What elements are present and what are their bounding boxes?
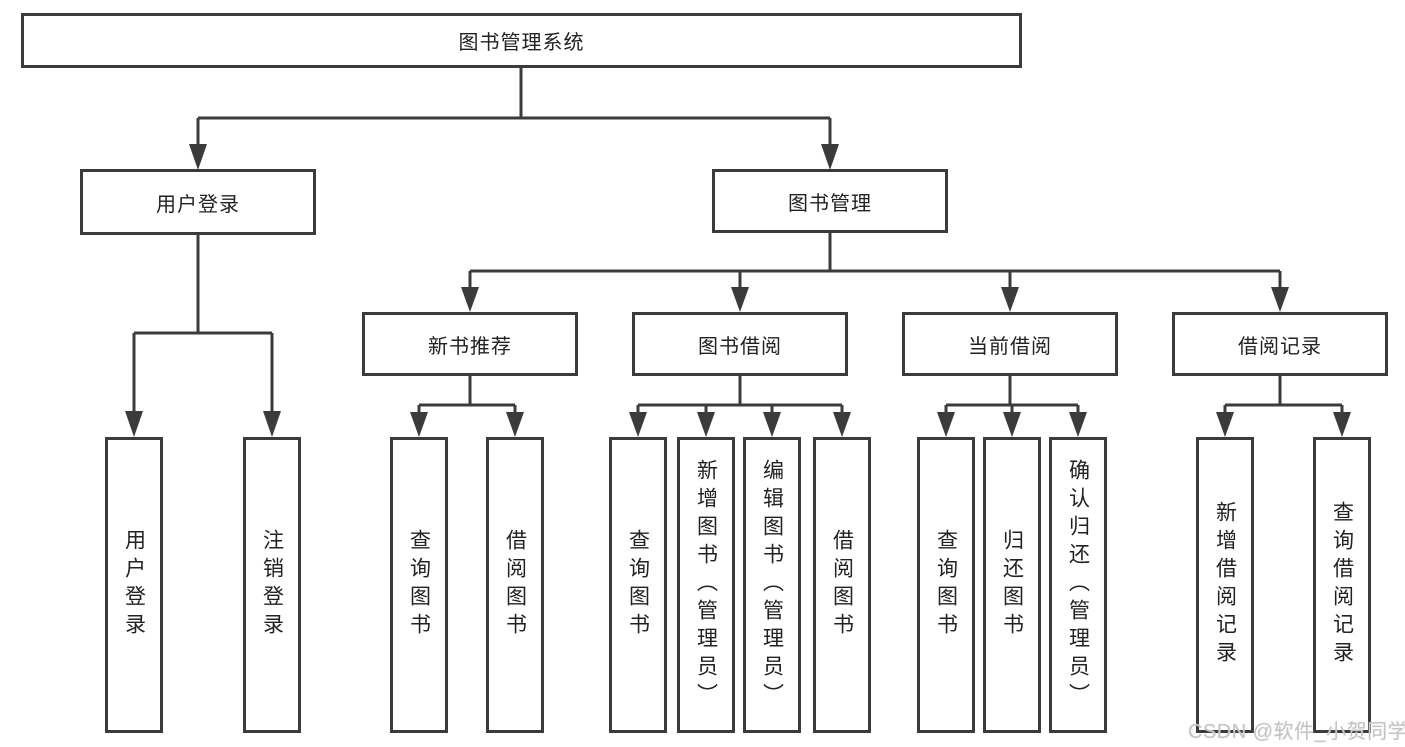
node-new-book-recommend: 新书推荐 <box>362 312 578 376</box>
node-current-borrow: 当前借阅 <box>902 312 1118 376</box>
node-borrow-records: 借阅记录 <box>1172 312 1388 376</box>
leaf-query-books-borrow-label: 查询图书 <box>626 529 650 641</box>
leaf-logout-login: 注销登录 <box>243 437 301 733</box>
leaf-logout-login-label: 注销登录 <box>260 529 284 641</box>
node-borrow-records-label: 借阅记录 <box>1238 335 1322 358</box>
leaf-query-books-borrow: 查询图书 <box>609 437 667 733</box>
node-book-borrow-label: 图书借阅 <box>698 335 782 358</box>
leaf-query-books-newbook-label: 查询图书 <box>407 529 431 641</box>
leaf-borrow-books: 借阅图书 <box>813 437 871 733</box>
node-book-management: 图书管理 <box>712 169 948 233</box>
leaf-borrow-books-newbook-label: 借阅图书 <box>503 529 527 641</box>
leaf-edit-books-admin-label: 编辑图书（管理员） <box>760 459 784 711</box>
leaf-user-login: 用户登录 <box>105 437 163 733</box>
leaf-edit-books-admin: 编辑图书（管理员） <box>743 437 801 733</box>
leaf-query-borrow-record: 查询借阅记录 <box>1313 437 1371 733</box>
root-node: 图书管理系统 <box>21 13 1022 68</box>
csdn-watermark: CSDN @软件_小贺同学 <box>1188 721 1405 743</box>
leaf-query-books-current: 查询图书 <box>917 437 975 733</box>
leaf-query-books-current-label: 查询图书 <box>934 529 958 641</box>
leaf-borrow-books-label: 借阅图书 <box>830 529 854 641</box>
node-new-book-recommend-label: 新书推荐 <box>428 335 512 358</box>
node-book-borrow: 图书借阅 <box>632 312 848 376</box>
node-user-login: 用户登录 <box>80 169 316 235</box>
node-current-borrow-label: 当前借阅 <box>968 335 1052 358</box>
leaf-user-login-label: 用户登录 <box>122 529 146 641</box>
leaf-query-books-newbook: 查询图书 <box>390 437 448 733</box>
leaf-add-borrow-record-label: 新增借阅记录 <box>1213 501 1237 669</box>
leaf-confirm-return-admin: 确认归还（管理员） <box>1049 437 1107 733</box>
root-node-label: 图书管理系统 <box>458 32 585 54</box>
node-user-login-label: 用户登录 <box>156 193 240 216</box>
leaf-add-books-admin: 新增图书（管理员） <box>677 437 735 733</box>
leaf-return-books-label: 归还图书 <box>1000 529 1024 641</box>
leaf-return-books: 归还图书 <box>983 437 1041 733</box>
node-book-management-label: 图书管理 <box>788 192 872 215</box>
leaf-borrow-books-newbook: 借阅图书 <box>486 437 544 733</box>
leaf-add-borrow-record: 新增借阅记录 <box>1196 437 1254 733</box>
leaf-confirm-return-admin-label: 确认归还（管理员） <box>1066 459 1090 711</box>
leaf-add-books-admin-label: 新增图书（管理员） <box>694 459 718 711</box>
leaf-query-borrow-record-label: 查询借阅记录 <box>1330 501 1354 669</box>
